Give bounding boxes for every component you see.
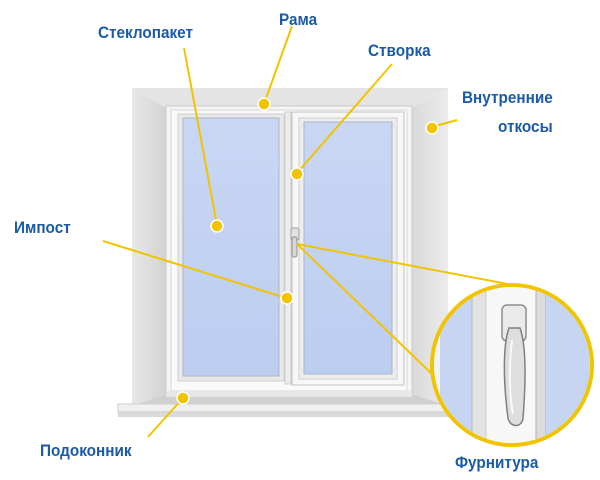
label-sash: Створка bbox=[368, 41, 431, 60]
callout-dots bbox=[176, 97, 439, 405]
label-glass-unit: Стеклопакет bbox=[98, 23, 193, 42]
label-inner-slopes-line2: откосы bbox=[498, 117, 553, 136]
window-sash bbox=[291, 111, 405, 386]
frame-bottom bbox=[166, 391, 412, 397]
hardware-zoom-detail bbox=[430, 283, 594, 447]
mullion bbox=[284, 111, 292, 385]
label-frame: Рама bbox=[279, 10, 318, 29]
label-sill: Подоконник bbox=[40, 441, 132, 460]
label-hardware: Фурнитура bbox=[455, 453, 539, 472]
glass-unit-left bbox=[177, 113, 285, 382]
window-handle-icon bbox=[290, 227, 300, 258]
label-inner-slopes-line1: Внутренние bbox=[462, 88, 553, 107]
window-sill bbox=[117, 403, 461, 417]
leader-lines bbox=[102, 25, 519, 447]
label-mullion: Импост bbox=[14, 218, 71, 237]
